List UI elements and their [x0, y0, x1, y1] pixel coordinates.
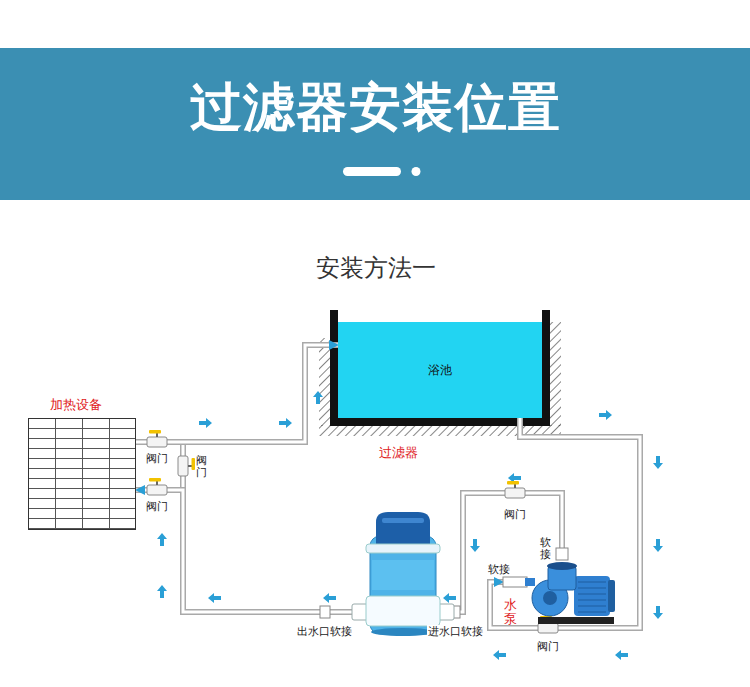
valve-symbols	[147, 430, 558, 633]
pump-illustration	[543, 591, 557, 605]
flow-arrows	[199, 418, 212, 428]
pump-illustration	[578, 612, 606, 613]
pipe-core	[136, 345, 338, 442]
joint-label: 软接	[540, 536, 551, 562]
filter-illustration	[366, 544, 440, 553]
filter-illustration	[366, 596, 440, 626]
pump-illustration	[574, 576, 610, 616]
pipe-core	[448, 493, 562, 612]
heater-grid	[28, 418, 136, 530]
pump-illustration	[608, 580, 615, 612]
pump-unit: 水泵	[503, 560, 615, 630]
joint-label: 进水口软接	[427, 625, 484, 638]
valve-symbols	[505, 481, 525, 498]
pool-hatching	[319, 322, 330, 426]
flow-arrows	[615, 650, 628, 660]
valve-symbols	[147, 430, 167, 447]
pool-walls	[542, 310, 550, 426]
header-pill	[343, 167, 421, 176]
pool-hatching	[550, 322, 561, 426]
pipe-connector	[448, 493, 562, 612]
flow-arrows	[157, 533, 167, 546]
pipe-outline	[448, 493, 562, 612]
header-pill	[412, 167, 421, 176]
pool-walls	[330, 310, 550, 426]
flow-arrows	[313, 391, 323, 404]
pump-illustration	[578, 594, 606, 595]
soft-joints	[556, 548, 568, 560]
filter-unit: 过滤器	[362, 444, 448, 639]
pipe-connector	[136, 345, 338, 442]
pump-illustration	[578, 588, 606, 589]
valve-symbols	[147, 478, 167, 495]
heater-box: 加热设备	[28, 396, 136, 530]
joint-label: 软接	[487, 563, 511, 576]
valve-symbols	[178, 456, 195, 476]
pool-box: 浴池	[338, 322, 542, 418]
flow-arrows	[599, 410, 612, 420]
soft-joints	[320, 606, 330, 618]
flow-arrows	[157, 585, 167, 598]
pump-illustration	[547, 562, 577, 570]
pump-illustration	[538, 617, 614, 624]
valve-label: 阀门	[145, 452, 169, 465]
flow-arrows	[493, 650, 506, 660]
pool-hatching	[319, 322, 330, 338]
filter-illustration	[371, 628, 435, 636]
valve-label: 阀门	[503, 508, 527, 521]
soft-joints	[503, 577, 527, 587]
flow-arrows	[443, 593, 456, 603]
pump-illustration	[525, 562, 615, 624]
node-label: 浴池	[428, 362, 452, 379]
flow-arrows	[653, 539, 663, 552]
flow-arrows	[157, 391, 663, 660]
flow-arrows	[279, 418, 292, 428]
filter-illustration	[352, 512, 454, 636]
pipe-outline	[136, 345, 338, 442]
valve-label: 阀门	[536, 640, 560, 653]
header-pill	[343, 167, 401, 176]
filter-illustration	[372, 560, 434, 590]
node-label: 加热设备	[28, 396, 136, 414]
joint-label: 出水口软接	[296, 625, 353, 638]
page-title: 过滤器安装位置	[0, 76, 750, 138]
filter-illustration	[376, 512, 430, 545]
filter-illustration	[382, 518, 424, 523]
flow-arrows	[653, 606, 663, 619]
pump-illustration	[578, 582, 606, 612]
subtitle: 安装方法一	[315, 254, 437, 282]
pool-hatching	[319, 322, 561, 436]
pump-illustration	[578, 582, 606, 583]
pipe-connector	[136, 490, 362, 612]
flow-arrows	[653, 456, 663, 469]
pump-illustration	[578, 600, 606, 601]
flow-arrows	[470, 539, 480, 552]
valve-label: 阀门	[196, 454, 207, 480]
pipe-outline	[136, 490, 362, 612]
flow-arrows	[323, 593, 336, 603]
pump-illustration	[578, 606, 606, 607]
pipe-core	[136, 490, 362, 612]
node-label: 水泵	[504, 598, 517, 627]
node-label: 过滤器	[348, 444, 448, 462]
valve-label: 阀门	[145, 500, 169, 513]
pump-illustration	[525, 578, 535, 586]
pool-walls	[330, 310, 338, 426]
flow-arrows	[208, 593, 221, 603]
